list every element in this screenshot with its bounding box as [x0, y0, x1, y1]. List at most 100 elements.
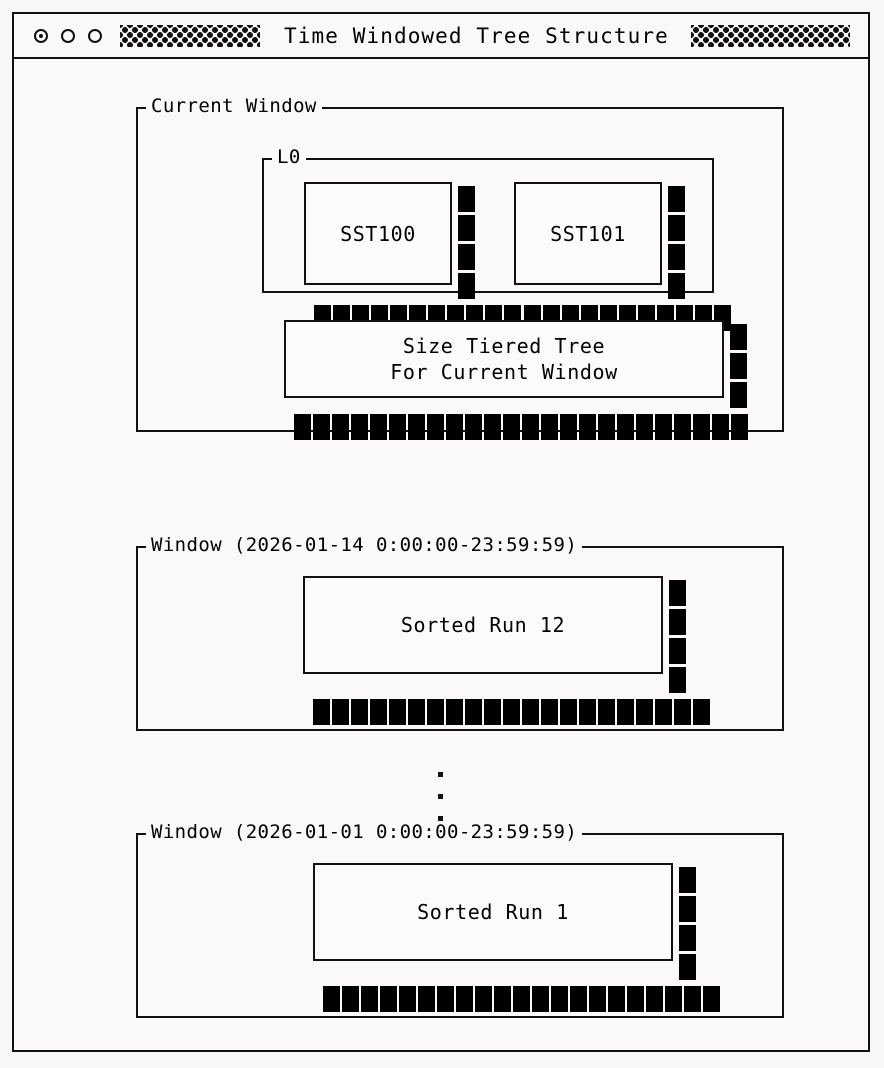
node-sst100-right-blocks — [458, 186, 475, 299]
block — [465, 414, 482, 440]
node-sorted-run-1-box: Sorted Run 1 — [313, 863, 673, 961]
ellipsis-dot — [438, 772, 443, 777]
block — [668, 244, 685, 270]
block — [679, 925, 696, 951]
block — [579, 414, 596, 440]
node-sst101-label: SST101 — [550, 221, 626, 246]
window-controls — [14, 28, 102, 43]
block — [399, 986, 416, 1012]
block — [458, 273, 475, 299]
block — [646, 986, 663, 1012]
block — [668, 215, 685, 241]
block — [617, 699, 634, 725]
node-sorted-run-1-right-blocks — [679, 867, 696, 980]
block — [484, 699, 501, 725]
block — [655, 699, 672, 725]
node-sst100-label: SST100 — [340, 221, 416, 246]
node-sst101-box: SST101 — [514, 182, 662, 285]
block — [313, 699, 330, 725]
block — [446, 699, 463, 725]
vertical-ellipsis-icon — [438, 772, 443, 821]
group-l0-label: L0 — [272, 147, 306, 167]
block — [636, 699, 653, 725]
title-hatch-left-icon — [120, 24, 260, 47]
block — [427, 699, 444, 725]
node-size-tiered-tree-label-line-1: Size Tiered Tree — [402, 334, 606, 358]
block — [446, 414, 463, 440]
block — [427, 414, 444, 440]
window-control-minimize[interactable] — [61, 28, 75, 43]
block — [351, 414, 368, 440]
block — [731, 414, 748, 440]
block — [669, 638, 686, 664]
node-size-tiered-tree[interactable]: Size Tiered Tree For Current Window — [284, 320, 748, 440]
title-bar: Time Windowed Tree Structure — [14, 14, 868, 59]
node-size-tiered-tree-label-line-2: For Current Window — [390, 360, 618, 384]
node-size-tiered-tree-box: Size Tiered Tree For Current Window — [284, 320, 724, 398]
block — [665, 986, 682, 1012]
block — [669, 580, 686, 606]
node-sst100-box: SST100 — [304, 182, 452, 285]
ellipsis-dot — [438, 816, 443, 821]
block — [679, 867, 696, 893]
group-window-2026-01-14-label: Window (2026-01-14 0:00:00-23:59:59) — [146, 535, 583, 555]
node-sorted-run-1-bottom-blocks — [323, 986, 720, 1012]
node-sst101-right-blocks — [668, 186, 685, 299]
group-current-window: Current Window L0 SST100 — [136, 96, 784, 440]
node-size-tiered-tree-bottom-blocks — [294, 414, 748, 440]
block — [541, 699, 558, 725]
block — [323, 986, 340, 1012]
node-sorted-run-1-body: Sorted Run 1 — [313, 863, 720, 980]
app-window: Time Windowed Tree Structure Current Win… — [12, 12, 870, 1052]
node-sst101[interactable]: SST101 — [514, 182, 731, 331]
block — [408, 699, 425, 725]
node-sorted-run-12-bottom-blocks — [313, 699, 710, 725]
block — [668, 273, 685, 299]
node-sorted-run-12-body: Sorted Run 12 — [303, 576, 710, 693]
group-window-2026-01-01: Window (2026-01-01 0:00:00-23:59:59) Sor… — [136, 822, 784, 1018]
block — [408, 414, 425, 440]
block — [370, 699, 387, 725]
block — [598, 414, 615, 440]
block — [627, 986, 644, 1012]
block — [484, 414, 501, 440]
block — [679, 954, 696, 980]
block — [693, 414, 710, 440]
block — [570, 986, 587, 1012]
window-title: Time Windowed Tree Structure — [284, 23, 669, 48]
node-size-tiered-tree-body: Size Tiered Tree For Current Window — [284, 320, 748, 408]
block — [541, 414, 558, 440]
block — [712, 414, 729, 440]
node-sst100[interactable]: SST100 — [304, 182, 521, 331]
block — [313, 414, 330, 440]
window-control-close[interactable] — [34, 28, 48, 43]
node-sst100-body: SST100 — [304, 182, 521, 299]
ellipsis-dot — [438, 794, 443, 799]
block — [636, 414, 653, 440]
group-window-2026-01-14: Window (2026-01-14 0:00:00-23:59:59) Sor… — [136, 535, 784, 731]
block — [458, 244, 475, 270]
block — [522, 699, 539, 725]
group-window-2026-01-01-label: Window (2026-01-01 0:00:00-23:59:59) — [146, 822, 583, 842]
block — [679, 896, 696, 922]
block — [730, 353, 747, 379]
block — [380, 986, 397, 1012]
block — [560, 699, 577, 725]
block — [532, 986, 549, 1012]
block — [617, 414, 634, 440]
block — [598, 699, 615, 725]
block — [655, 414, 672, 440]
node-sorted-run-12[interactable]: Sorted Run 12 — [303, 576, 710, 725]
block — [703, 986, 720, 1012]
block — [361, 986, 378, 1012]
window-control-maximize[interactable] — [88, 28, 102, 43]
block — [389, 699, 406, 725]
node-sorted-run-1[interactable]: Sorted Run 1 — [313, 863, 720, 1012]
block — [503, 699, 520, 725]
block — [389, 414, 406, 440]
block — [579, 699, 596, 725]
block — [494, 986, 511, 1012]
block — [608, 986, 625, 1012]
block — [370, 414, 387, 440]
block — [513, 986, 530, 1012]
